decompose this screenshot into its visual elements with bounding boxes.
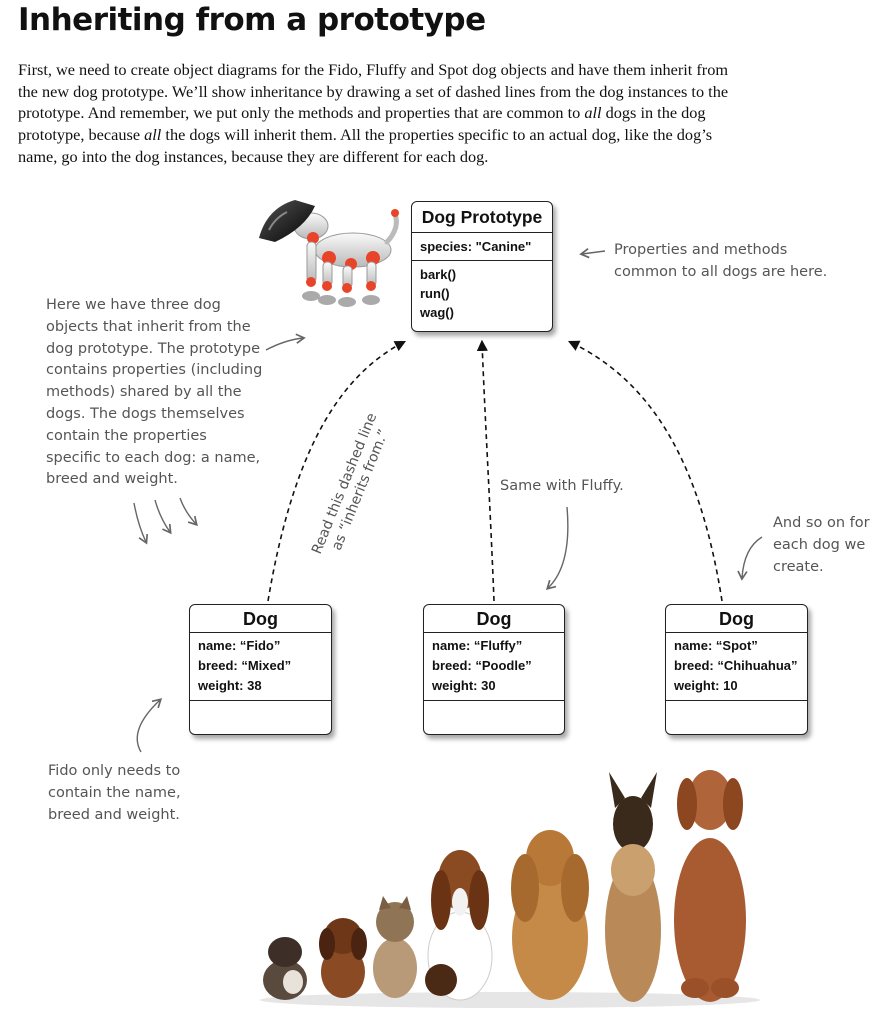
dog-breed: breed: “Mixed” xyxy=(198,658,292,673)
note-line: Fido only needs to xyxy=(48,763,181,779)
note-same-fluffy: Same with Fluffy. xyxy=(500,476,624,498)
dog-header: Dog xyxy=(424,605,564,633)
note-line: common to all dogs are here. xyxy=(614,263,828,280)
dog-weight: weight: 10 xyxy=(674,678,738,693)
row-of-dogs-photo xyxy=(260,770,760,1008)
note-line: breed and weight. xyxy=(48,806,180,823)
note-common-properties: Properties and methods common to all dog… xyxy=(614,240,827,284)
dog-name: name: “Fluffy” xyxy=(432,638,523,653)
intro-text-3: the dogs will inherit them. All the prop… xyxy=(18,125,713,166)
arrow-to-prototype-note xyxy=(579,248,606,259)
intro-emphasis-2: all xyxy=(144,125,162,145)
robot-dog-illustration xyxy=(259,200,399,307)
arrow-down-2 xyxy=(154,499,172,535)
arrow-to-spot xyxy=(737,536,763,581)
page-title: Inheriting from a prototype xyxy=(18,2,486,38)
note-line: contains properties (including xyxy=(46,362,263,379)
intro-text-1: First, we need to create object diagrams… xyxy=(18,60,729,123)
arrow-to-robot xyxy=(265,333,306,351)
dog-fido-box: Dog name: “Fido” breed: “Mixed” weight: … xyxy=(189,604,332,735)
note-line: Properties and methods xyxy=(614,242,788,258)
note-line: Here we have three dog xyxy=(46,297,221,313)
arrow-to-fido xyxy=(136,698,163,753)
arrow-to-fluffy xyxy=(545,506,569,590)
intro-paragraph: First, we need to create object diagrams… xyxy=(18,59,734,168)
intro-text-2: dogs in the dog prototype, because xyxy=(18,103,706,145)
note-line: Same with Fluffy. xyxy=(500,478,624,494)
note-line: dogs. The dogs themselves xyxy=(46,405,245,422)
note-line: breed and weight. xyxy=(46,471,178,488)
dog-header: Dog xyxy=(666,605,807,633)
dog-properties: name: “Spot” breed: “Chihuahua” weight: … xyxy=(666,633,807,701)
dog-fluffy-box: Dog name: “Fluffy” breed: “Poodle” weigh… xyxy=(423,604,565,735)
note-line: create. xyxy=(773,558,824,575)
note-line: objects that inherit from the xyxy=(46,318,251,335)
note-line: specific to each dog: a name, xyxy=(46,449,261,466)
intro-emphasis-1: all xyxy=(584,103,602,123)
method-wag: wag() xyxy=(420,305,454,320)
method-bark: bark() xyxy=(420,267,457,282)
note-fido: Fido only needs to contain the name, bre… xyxy=(48,761,181,826)
dog-properties: name: “Fluffy” breed: “Poodle” weight: 3… xyxy=(424,633,564,701)
dog-breed: breed: “Chihuahua” xyxy=(674,658,798,673)
dog-weight: weight: 30 xyxy=(432,678,496,693)
prototype-methods: bark() run() wag() xyxy=(412,261,552,326)
note-line: each dog we xyxy=(773,536,866,553)
inherits-line-spot xyxy=(567,340,723,602)
dog-spot-box: Dog name: “Spot” breed: “Chihuahua” weig… xyxy=(665,604,808,735)
note-line: And so on for xyxy=(773,515,870,531)
inherits-line-fluffy xyxy=(476,339,495,602)
prototype-header: Dog Prototype xyxy=(412,202,552,233)
dog-prototype-box: Dog Prototype species: "Canine" bark() r… xyxy=(411,201,553,332)
dog-breed: breed: “Poodle” xyxy=(432,658,532,673)
note-and-so-on: And so on for each dog we create. xyxy=(773,513,870,578)
note-line: methods) shared by all the xyxy=(46,384,242,401)
dog-properties: name: “Fido” breed: “Mixed” weight: 38 xyxy=(190,633,331,701)
note-line: contain the properties xyxy=(46,427,207,444)
prototype-properties: species: "Canine" xyxy=(412,233,552,261)
note-line: contain the name, xyxy=(48,784,181,801)
arrow-down-1 xyxy=(133,502,149,545)
dog-name: name: “Fido” xyxy=(198,638,281,653)
method-run: run() xyxy=(420,286,450,301)
dog-header: Dog xyxy=(190,605,331,633)
dog-weight: weight: 38 xyxy=(198,678,262,693)
prototype-species: species: "Canine" xyxy=(420,239,532,254)
note-three-dogs: Here we have three dog objects that inhe… xyxy=(46,295,262,491)
dog-name: name: “Spot” xyxy=(674,638,758,653)
note-line: dog prototype. The prototype xyxy=(46,340,261,357)
inherits-line-fido xyxy=(267,340,406,602)
arrow-down-3 xyxy=(179,497,198,527)
